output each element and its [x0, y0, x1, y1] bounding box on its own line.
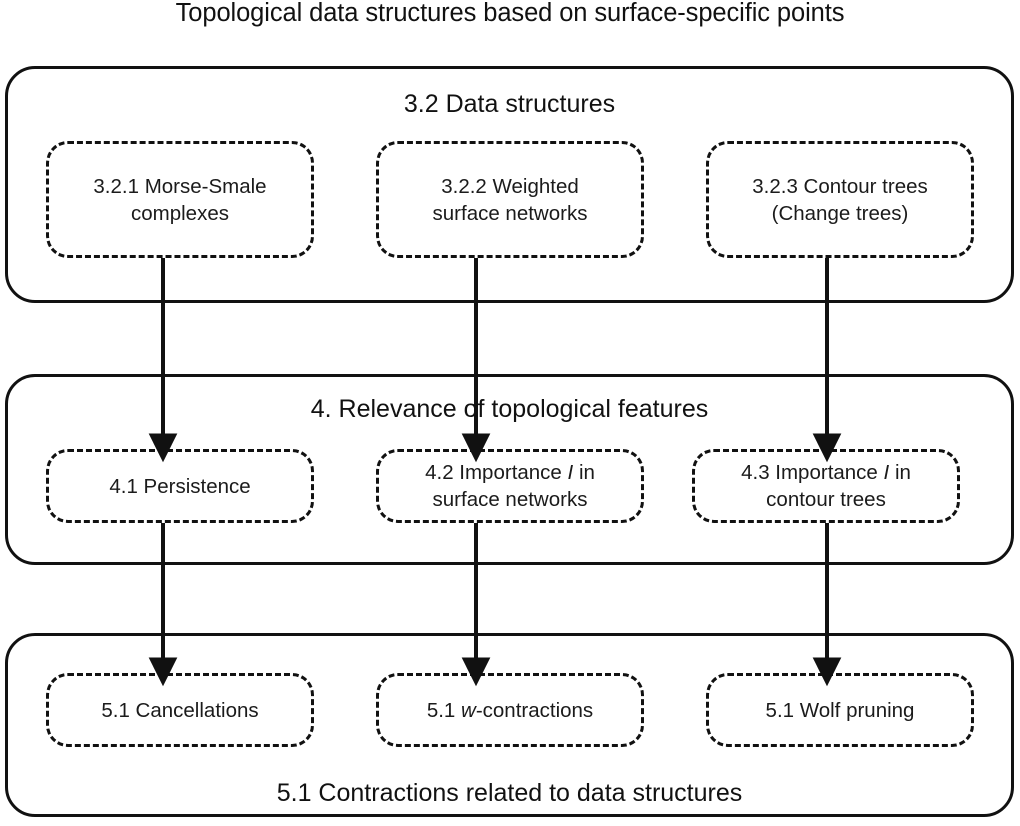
node-label-persistence: 4.1 Persistence — [109, 474, 251, 498]
node-label-cancellations: 5.1 Cancellations — [101, 698, 259, 722]
node-label-morse-smale-complexes: 3.2.1 Morse-Smale complexes — [93, 174, 267, 225]
node-label-part-italic: w — [461, 698, 476, 722]
node-label-importance-surface-networks: 4.2 Importance I in surface networks — [425, 459, 595, 513]
node-label-part-italic: I — [883, 461, 890, 484]
node-persistence[interactable]: 4.1 Persistence — [46, 449, 314, 523]
node-label-part-pre: 4.3 Importance — [741, 461, 884, 484]
node-cancellations[interactable]: 5.1 Cancellations — [46, 673, 314, 747]
node-label-contour-trees: 3.2.3 Contour trees (Change trees) — [752, 174, 928, 225]
group-relevance-topological-features: 4. Relevance of topological features — [5, 374, 1014, 565]
node-label-part-post: in surface networks — [432, 461, 595, 511]
node-weighted-surface-networks[interactable]: 3.2.2 Weighted surface networks — [376, 141, 644, 258]
page-title: Topological data structures based on sur… — [175, 0, 845, 27]
node-importance-contour-trees[interactable]: 4.3 Importance I in contour trees — [692, 449, 960, 523]
group-contractions-related-to-data-structures: 5.1 Contractions related to data structu… — [5, 633, 1014, 817]
group-heading-relevance-topological-features: 4. Relevance of topological features — [310, 395, 709, 423]
node-w-contractions[interactable]: 5.1 w-contractions — [376, 673, 644, 747]
node-importance-surface-networks[interactable]: 4.2 Importance I in surface networks — [376, 449, 644, 523]
node-label-part-pre: 5.1 — [426, 698, 462, 722]
node-contour-trees[interactable]: 3.2.3 Contour trees (Change trees) — [706, 141, 974, 258]
node-label-weighted-surface-networks: 3.2.2 Weighted surface networks — [432, 174, 588, 225]
node-label-importance-contour-trees: 4.3 Importance I in contour trees — [741, 459, 911, 513]
node-wolf-pruning[interactable]: 5.1 Wolf pruning — [706, 673, 974, 747]
node-label-part-italic: I — [567, 461, 574, 484]
node-label-part-pre: 4.2 Importance — [425, 461, 568, 484]
node-label-part-post: in contour trees — [766, 461, 911, 511]
node-label-part-post: -contractions — [475, 698, 594, 722]
group-data-structures: 3.2 Data structures — [5, 66, 1014, 303]
node-label-wolf-pruning: 5.1 Wolf pruning — [765, 698, 915, 722]
node-morse-smale-complexes[interactable]: 3.2.1 Morse-Smale complexes — [46, 141, 314, 258]
group-heading-contractions-related-to-data-structures: 5.1 Contractions related to data structu… — [276, 779, 743, 807]
node-label-w-contractions: 5.1 w-contractions — [427, 697, 593, 724]
group-heading-data-structures: 3.2 Data structures — [403, 90, 616, 118]
